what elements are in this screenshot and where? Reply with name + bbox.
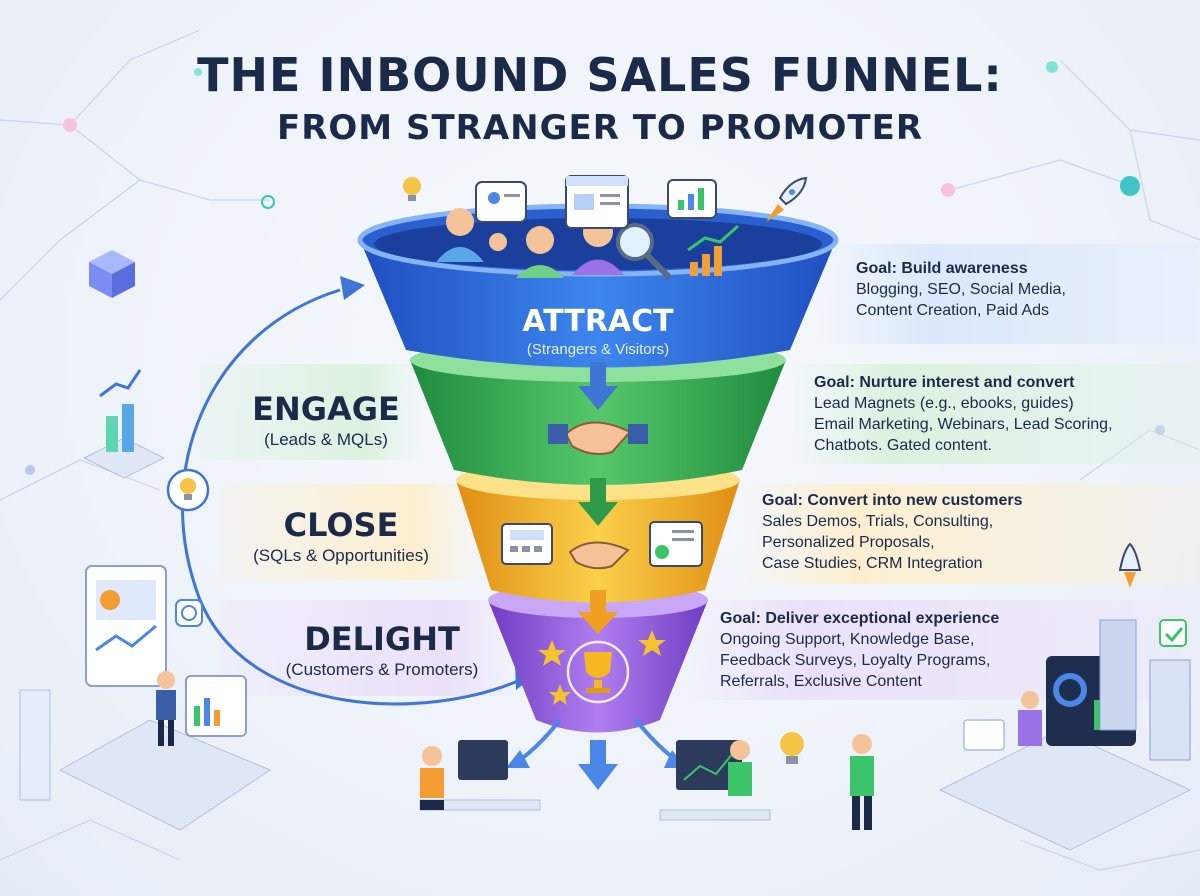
goal-text: Goal: Build awareness [856,260,1028,277]
stage-label-close: CLOSE (SQLs & Opportunities) [236,506,446,566]
left-dashboard-illustration [19,565,272,831]
tactic-line: Sales Demos, Trials, Consulting, [762,513,994,530]
goal-text: Goal: Convert into new customers [762,492,1023,509]
band-delight-left [220,600,520,696]
band-attract [820,244,1200,344]
tactic-line: Blogging, SEO, Social Media, [856,281,1066,298]
bulb-decor-icon [780,732,804,764]
cash-register-icon [501,523,553,565]
tactic-line: Feedback Surveys, Loyalty Programs, [720,652,991,669]
desk-monitor-illustration [659,740,771,821]
stage-audience: (Strangers & Visitors) [526,341,670,358]
tactic-line: Content Creation, Paid Ads [856,302,1050,319]
flow-arrow-2 [578,478,618,526]
loop-arrow-head-top [340,276,365,300]
stage-label-engage: ENGAGE (Leads & MQLs) [226,390,426,450]
output-arrow-down [590,740,606,766]
tactic-line: Lead Magnets (e.g., ebooks, guides) [814,395,1074,412]
description-close: Goal: Convert into new customers Sales D… [762,490,1192,574]
output-arrow-down-head [578,764,618,790]
goal-text: Goal: Deliver exceptional experience [720,610,1000,627]
analytics-card-icon [667,179,717,219]
page-subtitle: FROM STRANGER TO PROMOTER [276,108,924,148]
chat-bubble-icon [475,181,527,223]
tablet-person-illustration [850,734,874,830]
stage-name: DELIGHT [304,620,460,658]
page-title: THE INBOUND SALES FUNNEL: [197,48,1003,102]
stage-audience: (SQLs & Opportunities) [253,546,429,565]
tactic-line: Personalized Proposals, [762,534,935,551]
stage-label-attract: ATTRACT (Strangers & Visitors) [470,304,726,358]
output-arrow-left-head [506,750,530,768]
flow-arrow-1 [578,362,618,410]
desk-person-illustration [419,740,541,811]
browser-window-icon [565,175,629,229]
band-close-left [220,484,480,580]
background-network [0,29,1200,871]
flow-arrow-3 [578,590,618,634]
stage-audience: (Leads & MQLs) [264,430,388,449]
handshake-icon [548,421,648,455]
band-engage [790,364,1200,464]
right-city-illustration [938,542,1192,851]
description-delight: Goal: Deliver exceptional experience Ong… [720,608,1190,692]
handshake-close-icon [568,541,630,570]
stage-audience: (Customers & Promoters) [285,660,479,679]
loop-arrow [180,288,521,706]
tactic-line: Email Marketing, Webinars, Lead Scoring, [814,416,1113,433]
stage-name: ATTRACT [522,304,674,339]
magnifier-icon [616,223,671,279]
stage-label-delight: DELIGHT (Customers & Promoters) [262,620,502,680]
trophy-icon [566,640,630,704]
cube-icon [89,250,135,298]
checklist-icon [649,521,703,567]
tactic-line: Ongoing Support, Knowledge Base, [720,631,975,648]
lightbulb-icon [166,468,210,512]
lightbulb-small-icon [403,177,421,201]
star-icon [538,630,666,705]
left-bar-block-illustration [82,369,166,479]
stage-name: ENGAGE [252,390,400,428]
description-attract: Goal: Build awareness Blogging, SEO, Soc… [856,258,1196,321]
tactic-line: Case Studies, CRM Integration [762,555,983,572]
description-engage: Goal: Nurture interest and convert Lead … [814,372,1198,456]
stage-name: CLOSE [283,506,399,544]
tactic-line: Referrals, Exclusive Content [720,673,922,690]
rocket-icon [766,176,808,222]
people-icon [436,208,624,278]
band-engage-left [200,364,420,460]
goal-text: Goal: Nurture interest and convert [814,374,1075,391]
tactic-line: Chatbots. Gated content. [814,437,992,454]
bar-chart-icon [687,224,739,276]
